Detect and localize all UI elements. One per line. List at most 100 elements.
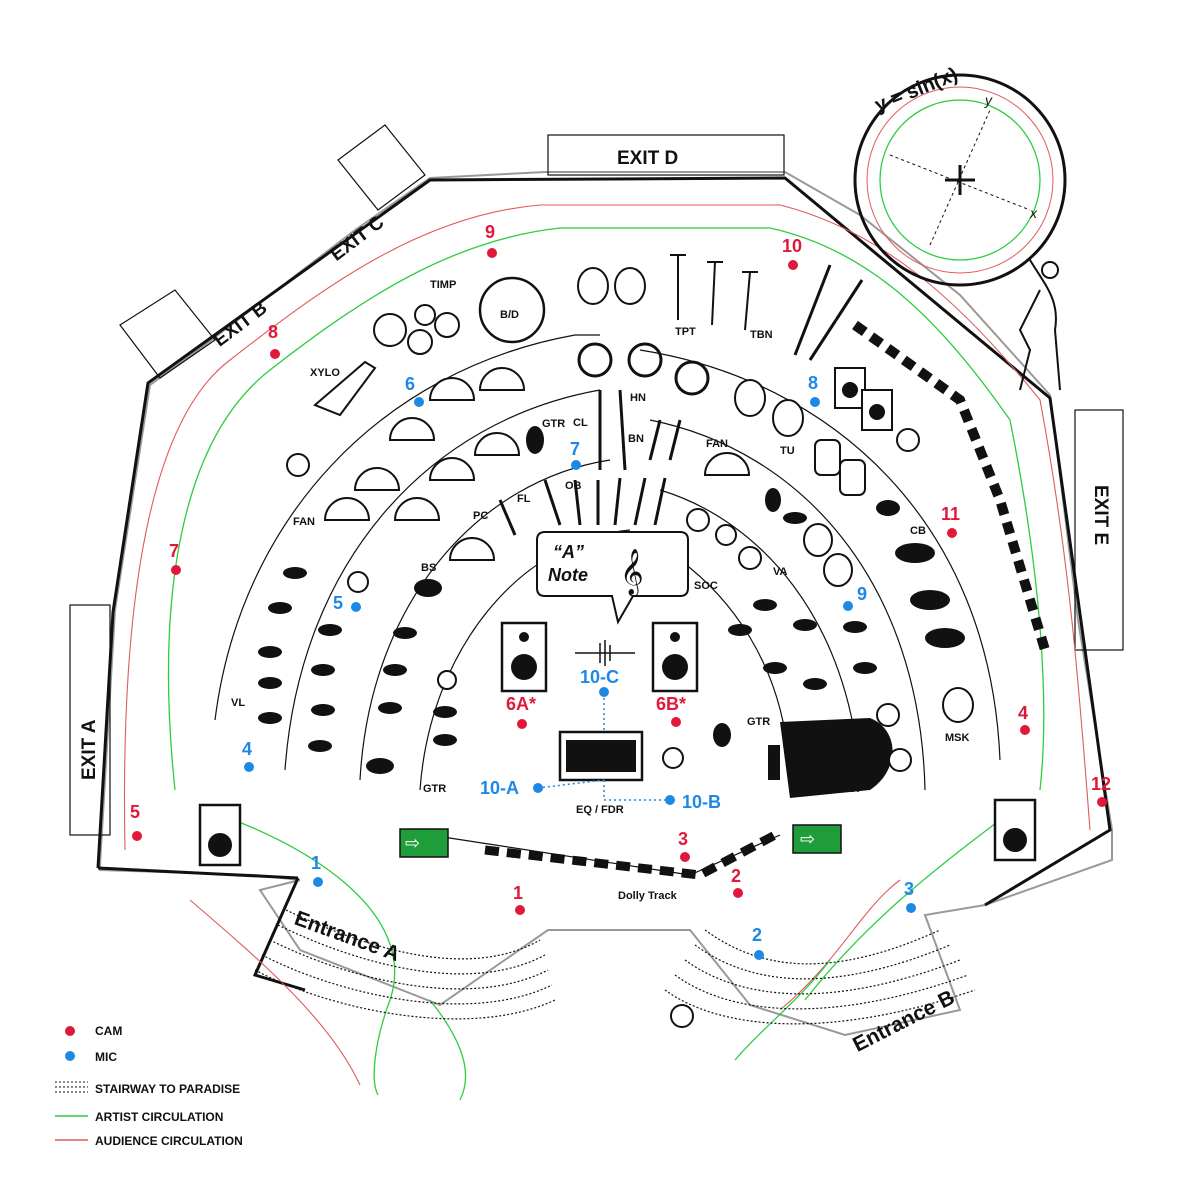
fan-icon xyxy=(428,457,476,481)
eq-fdr-label: EQ / FDR xyxy=(576,804,624,816)
fan-icon xyxy=(353,467,401,491)
violin-icon xyxy=(728,624,752,636)
legend-stairway-swatch xyxy=(55,1081,88,1093)
trombone-icons xyxy=(793,264,864,361)
timp-label: TIMP xyxy=(430,279,456,291)
violin-icon xyxy=(783,512,807,524)
timpani-drum-icon xyxy=(414,304,436,326)
electric-guitar-icon xyxy=(366,758,394,774)
trombone-icon xyxy=(808,279,864,361)
flute-icon xyxy=(633,477,647,526)
trumpet-icons xyxy=(670,254,758,331)
cam-12-label: 12 xyxy=(1091,774,1111,794)
flute-icon xyxy=(573,479,582,526)
face-mask-icon xyxy=(577,267,609,305)
electric-guitar-icon xyxy=(414,579,442,597)
face-mask-icon xyxy=(772,399,804,437)
violin-icon xyxy=(793,619,817,631)
fan-left-label: FAN xyxy=(293,516,315,528)
fan-icon xyxy=(388,417,436,441)
cam-6b-label: 6B* xyxy=(656,694,686,714)
bassoon-icon xyxy=(648,419,662,461)
note-speech-bubble: “A” Note 𝄞 xyxy=(536,531,689,625)
cam-6a-label: 6A* xyxy=(506,694,536,714)
sin-x-axis-label: x xyxy=(1029,205,1038,221)
violin-icon xyxy=(258,677,282,689)
stairway-entrance-a xyxy=(254,909,556,1020)
mic-7-label: 7 xyxy=(570,439,580,459)
running-man-icon: ⇨ xyxy=(405,833,420,854)
violin-icon xyxy=(433,706,457,718)
pc-label: PC xyxy=(473,510,488,522)
exit-e-label: EXIT E xyxy=(1090,485,1111,545)
gtr-top-label: GTR xyxy=(542,418,565,430)
violin-icon xyxy=(318,624,342,636)
cb-label: CB xyxy=(910,525,926,537)
violin-icon xyxy=(378,702,402,714)
mic-9-label: 9 xyxy=(857,584,867,604)
violin-icon xyxy=(311,664,335,676)
violin-icon xyxy=(383,664,407,676)
flute-icon xyxy=(613,477,622,526)
french-horn-icon xyxy=(577,342,613,378)
cam-9-label: 9 xyxy=(485,222,495,242)
legend-cam-swatch xyxy=(65,1026,75,1036)
waveform-icon xyxy=(575,640,635,666)
mic-markers: 1 2 3 4 5 6 7 8 9 10-A 10-B 10-C xyxy=(242,373,916,960)
mixer-console-icon xyxy=(558,730,644,782)
electric-guitar-icon xyxy=(876,500,900,516)
mic-2-label: 2 xyxy=(752,925,762,945)
violin-icon xyxy=(753,599,777,611)
tbn-label: TBN xyxy=(750,329,773,341)
dolly-track xyxy=(484,320,1050,880)
soccer-balls xyxy=(286,428,920,1028)
gtr-left-label: GTR xyxy=(423,783,446,795)
french-horn-icon xyxy=(674,360,710,396)
exit-sign-left: ⇨ xyxy=(399,828,449,858)
violin-icons xyxy=(258,512,877,752)
flute-icon xyxy=(653,477,667,526)
legend-cam-label: CAM xyxy=(95,1024,122,1038)
french-horn-icon xyxy=(627,342,663,378)
xylophone-icon xyxy=(313,360,377,417)
cam-2-label: 2 xyxy=(731,866,741,886)
soccer-ball-icon xyxy=(876,703,900,727)
soccer-ball-icon xyxy=(286,453,310,477)
soccer-ball-icon xyxy=(670,1004,694,1028)
legend-mic-swatch xyxy=(65,1051,75,1061)
fan-icons xyxy=(323,367,751,561)
stairway-entrance-b xyxy=(664,929,976,1025)
cam-8-label: 8 xyxy=(268,322,278,342)
flute-icon xyxy=(543,479,562,526)
mic-5-label: 5 xyxy=(333,593,343,613)
xylo-label: XYLO xyxy=(310,367,340,379)
violin-icon xyxy=(311,704,335,716)
electric-guitar-icon xyxy=(765,488,781,512)
hn-label: HN xyxy=(630,392,646,404)
dolly-track-label: Dolly Track xyxy=(618,890,678,902)
soccer-ball-icon xyxy=(896,428,920,452)
tuba-icon xyxy=(814,439,841,476)
fan-icon xyxy=(323,497,371,521)
cam-1-label: 1 xyxy=(513,883,523,903)
speaker-icon xyxy=(861,389,893,431)
violin-icon xyxy=(258,712,282,724)
cello-icon xyxy=(895,543,935,563)
trumpet-icon xyxy=(670,254,686,320)
running-man-icon: ⇨ xyxy=(800,829,815,850)
bass-drum-icon xyxy=(478,276,546,344)
clarinet-icon xyxy=(618,389,627,471)
face-mask-icon xyxy=(734,379,766,417)
cello-icons xyxy=(895,543,965,648)
electric-guitar-icon xyxy=(526,426,544,454)
cello-icon xyxy=(925,628,965,648)
face-mask-icon xyxy=(803,523,833,557)
tuba-icon xyxy=(839,459,866,496)
gtr-right-label: GTR xyxy=(747,716,770,728)
mic-10c-label: 10-C xyxy=(580,667,619,687)
tuba-icons xyxy=(814,439,866,496)
legend-audience-label: AUDIENCE CIRCULATION xyxy=(95,1134,243,1148)
cam-10-label: 10 xyxy=(782,236,802,256)
trumpet-icon xyxy=(742,271,758,331)
